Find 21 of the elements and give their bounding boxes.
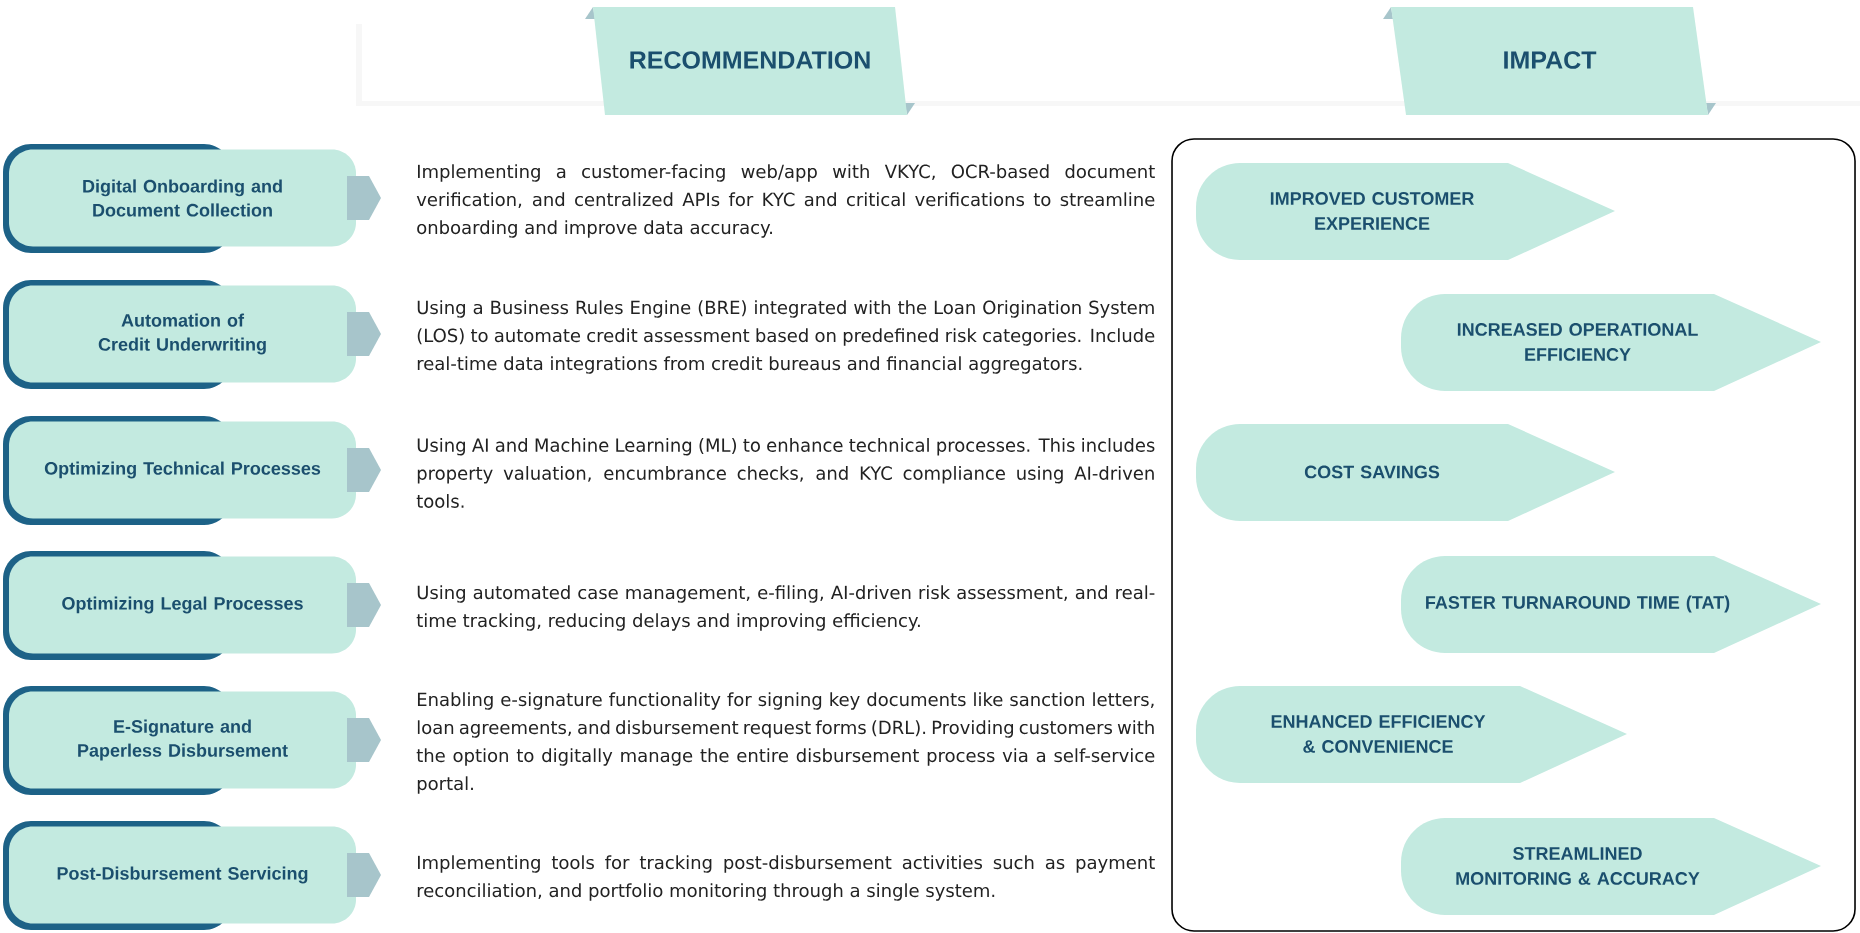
description-text: Using a Business Rules Engine (BRE) integrated with the Loan Origination System (LOS) to automate credit assessment based on predefined risk categories. Include real-time data integrations from credit bureaus and financial aggregators. (417, 300, 1155, 374)
description-text: Implementing a customer-facing web/app with VKYC, OCR-based document verification, and centralized APIs for KYC and critical verifications to streamline onboarding and improve data accuracy. (416, 164, 1155, 238)
step-box: Digital Onboarding and Document Collection (3, 144, 381, 253)
description-text: Using AI and Machine Learning (ML) to enhance technical processes. This includes property valuation, encumbrance checks, and KYC compliance using AI-driven tools. (416, 438, 1155, 508)
step-box: E-Signature and Paperless Disbursement (3, 686, 381, 795)
impact-banner: IMPROVED CUSTOMER EXPERIENCE (1196, 163, 1615, 260)
impact-panel (1171, 138, 1856, 932)
impact-banner: COST SAVINGS (1196, 424, 1615, 521)
header-tab: RECOMMENDATION (585, 7, 915, 115)
step-box: Automation of Credit Underwriting (3, 280, 381, 389)
impact-banner: INCREASED OPERATIONAL EFFICIENCY (1401, 294, 1821, 391)
description-text: Implementing tools for tracking post-disbursement activities such as payment reconciliation, and portfolio monitoring through a single system. (417, 855, 1155, 901)
step-box: Optimizing Technical Processes (3, 416, 381, 525)
impact-banner: STREAMLINED MONITORING & ACCURACY (1401, 818, 1821, 915)
description-text: Enabling e-signature functionality for signing key documents like sanction letters, loan agreements, and disbursement request forms (DRL). Providing customers with the option to digitally manage the entire disbursement process via a self-service portal. (416, 692, 1155, 794)
description-text: Using automated case management, e-filing, AI-driven risk assessment, and real-time tracking, reducing delays and improving efficiency. (416, 585, 1155, 631)
impact-banner: FASTER TURNAROUND TIME (TAT) (1401, 556, 1821, 653)
header-tab: IMPACT (1383, 7, 1716, 115)
step-box: Post-Disbursement Servicing (3, 821, 381, 930)
step-box: Optimizing Legal Processes (3, 551, 381, 660)
impact-banner: ENHANCED EFFICIENCY & CONVENIENCE (1196, 686, 1627, 783)
